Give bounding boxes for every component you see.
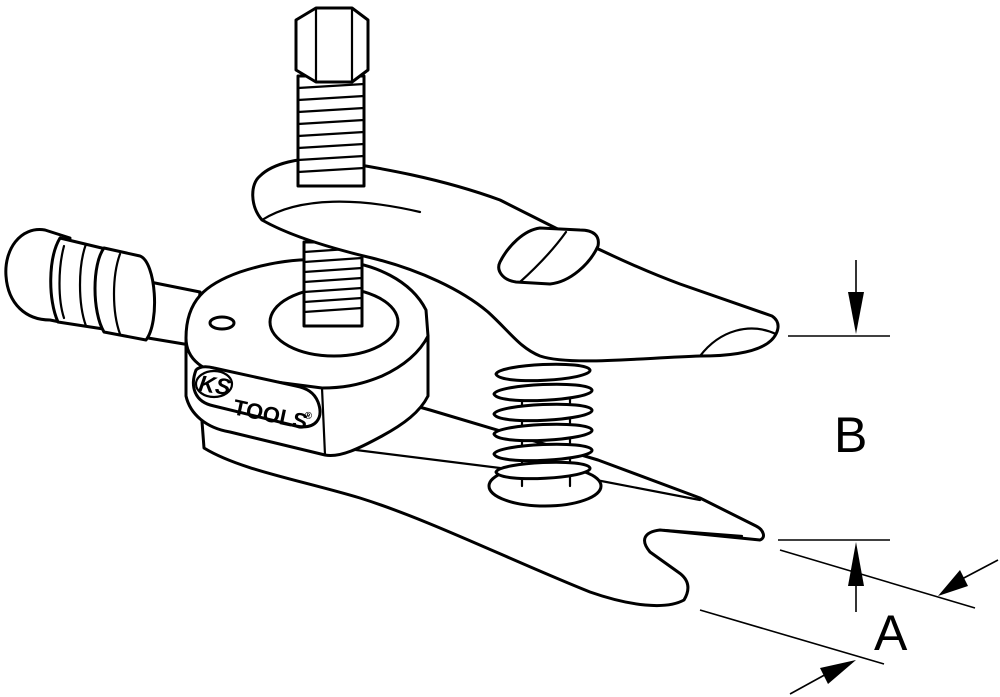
handle-grip-segment-inner bbox=[93, 246, 156, 342]
grip-ridge-1 bbox=[58, 244, 66, 320]
dim-a-arrow-upper bbox=[938, 570, 968, 596]
dimension-a: A bbox=[699, 539, 999, 695]
dim-a-extension-lower bbox=[699, 609, 885, 665]
spring-coil-1 bbox=[494, 362, 592, 383]
screw-hex-flats bbox=[314, 6, 354, 84]
logo-badge bbox=[191, 365, 322, 429]
dimension-b: B bbox=[788, 260, 890, 463]
compression-spring bbox=[487, 362, 603, 508]
dim-a-leader-lower bbox=[789, 671, 831, 695]
pressure-screw-upper bbox=[294, 6, 370, 188]
side-handle bbox=[4, 228, 202, 348]
dim-a-extension-upper bbox=[779, 549, 976, 609]
spring-coil-5 bbox=[492, 442, 594, 463]
dim-a-leader-upper bbox=[959, 559, 999, 581]
dim-a-arrow-lower bbox=[820, 660, 856, 684]
body-block-edge bbox=[320, 386, 327, 457]
dim-b-arrow bbox=[848, 292, 864, 334]
grip-ridge-3 bbox=[112, 252, 122, 336]
upper-arm-slot bbox=[497, 226, 600, 286]
brand-logo: KS TOOLS ® bbox=[191, 365, 322, 435]
dim-a-label: A bbox=[874, 605, 908, 661]
logo-ks-oval bbox=[194, 369, 234, 399]
screw-threads-lower bbox=[302, 246, 364, 314]
grip-ridge-2 bbox=[78, 242, 88, 328]
upper-arm-top-edge bbox=[260, 200, 422, 222]
logo-registered-mark: ® bbox=[303, 410, 313, 422]
dim-a-arrow-up bbox=[848, 542, 864, 586]
upper-arm-slot-inner bbox=[518, 230, 568, 284]
spring-coil-2 bbox=[492, 382, 594, 403]
lower-jaw-fork-inner bbox=[662, 528, 744, 538]
spring-coil-3 bbox=[492, 402, 594, 423]
screw-hex-head bbox=[294, 6, 370, 84]
upper-arm bbox=[251, 157, 780, 363]
upper-arm-tip-edge bbox=[698, 327, 778, 358]
spring-coil-6 bbox=[494, 460, 592, 481]
logo-ks-text: KS bbox=[197, 370, 233, 400]
spring-coil-4 bbox=[492, 422, 594, 443]
dim-b-label: B bbox=[834, 407, 867, 463]
screw-threads-upper bbox=[296, 82, 366, 174]
pin-hole bbox=[208, 315, 236, 331]
